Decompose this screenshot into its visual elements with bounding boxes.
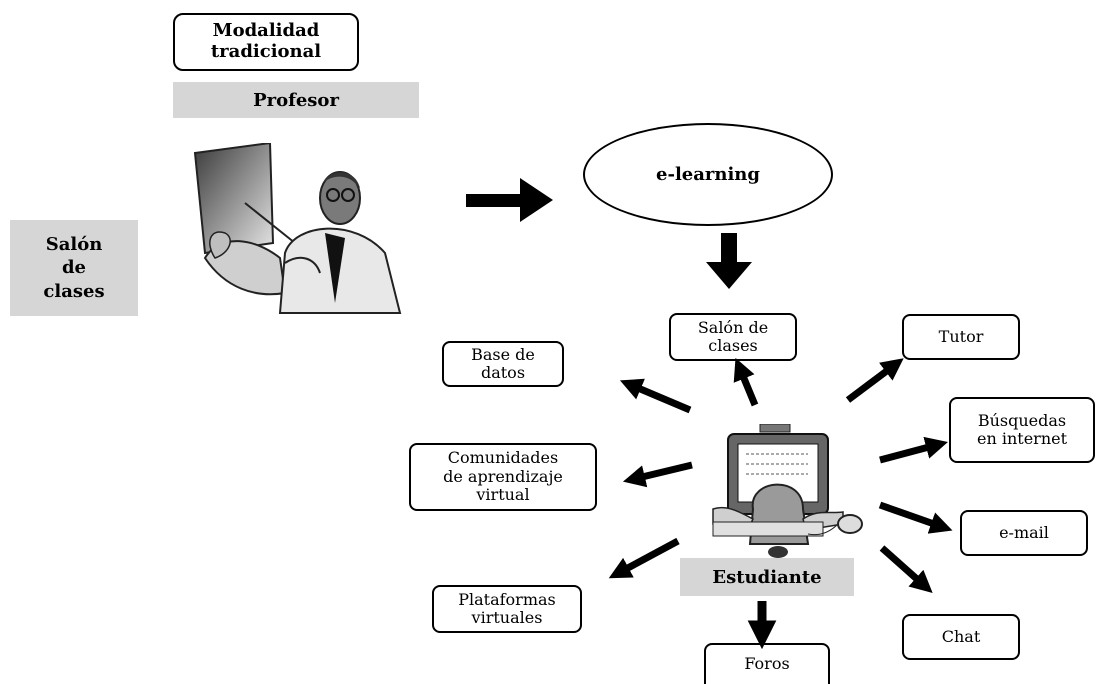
arrow-to-elearning (466, 178, 553, 222)
arrow-comunidades (622, 461, 693, 488)
arrow-tutor (845, 358, 904, 403)
student-illustration (712, 424, 863, 558)
classroom-label: Salón de clases (10, 220, 138, 316)
box-base-datos: Base de datos (442, 341, 564, 387)
box-chat: Chat (902, 614, 1020, 660)
elearning-ellipse: e-learning (583, 123, 833, 226)
teacher-label: Profesor (173, 82, 419, 118)
box-email: e-mail (960, 510, 1088, 556)
box-comunidades: Comunidades de aprendizaje virtual (409, 443, 597, 511)
box-busquedas: Búsquedas en internet (949, 397, 1095, 463)
box-salon-clases: Salón de clases (669, 313, 797, 361)
student-label: Estudiante (680, 558, 854, 596)
arrow-busquedas (879, 436, 948, 464)
arrow-email (878, 501, 953, 534)
arrow-salon (733, 357, 759, 407)
box-plataformas: Plataformas virtuales (432, 585, 582, 633)
modality-box: Modalidad tradicional (173, 13, 359, 71)
arrow-to-student (706, 233, 752, 289)
arrow-chat (879, 545, 933, 594)
arrow-base (619, 378, 692, 414)
box-tutor: Tutor (902, 314, 1020, 360)
arrow-plataformas (608, 537, 680, 579)
teacher-illustration (193, 143, 402, 314)
